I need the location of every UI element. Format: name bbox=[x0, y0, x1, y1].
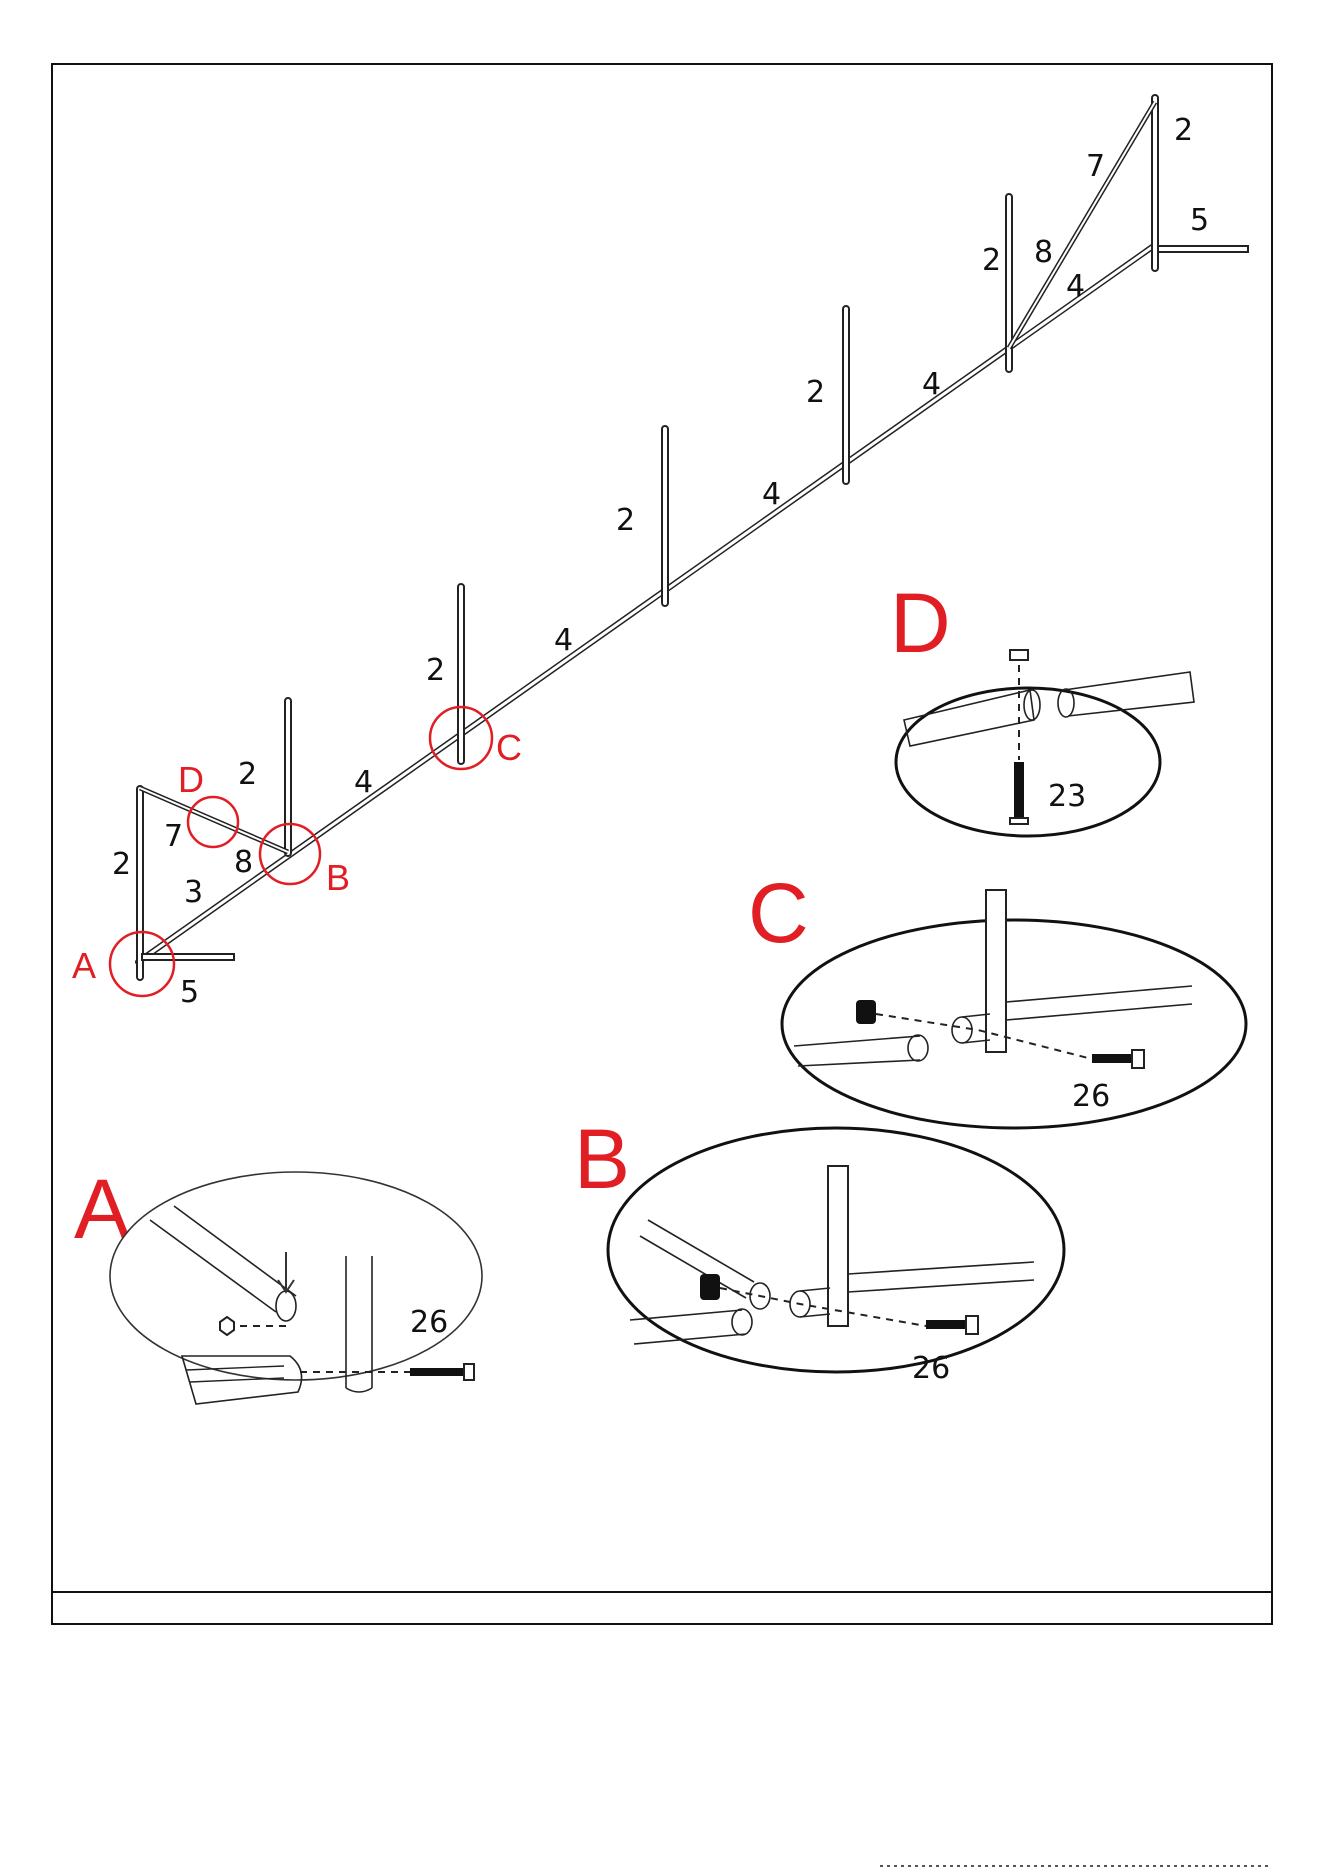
part-label: 2 bbox=[616, 503, 635, 538]
marker-c: C bbox=[496, 727, 522, 768]
detail-d: D 23 bbox=[890, 576, 1194, 836]
part-label: 5 bbox=[180, 975, 199, 1010]
detail-b-title: B bbox=[574, 1112, 630, 1206]
part-label: 2 bbox=[238, 757, 257, 792]
detail-d-title: D bbox=[890, 576, 951, 670]
part-label: 4 bbox=[554, 623, 573, 658]
part-label: 3 bbox=[184, 875, 203, 910]
page-border bbox=[52, 64, 1272, 1624]
marker-d: D bbox=[178, 759, 204, 800]
part-label: 8 bbox=[234, 845, 253, 880]
part-label: 7 bbox=[1086, 149, 1105, 184]
part-label: 2 bbox=[426, 653, 445, 688]
part-label: 4 bbox=[354, 765, 373, 800]
detail-c: C 26 bbox=[748, 866, 1246, 1128]
detail-c-title: C bbox=[748, 866, 809, 960]
part-label: 4 bbox=[1066, 269, 1085, 304]
part-label: 5 bbox=[1190, 203, 1209, 238]
part-label: 23 bbox=[1048, 779, 1086, 814]
part-label: 26 bbox=[1072, 1079, 1110, 1114]
part-label: 2 bbox=[806, 375, 825, 410]
part-label: 8 bbox=[1034, 235, 1053, 270]
detail-b: B 26 bbox=[574, 1112, 1064, 1386]
part-label: 7 bbox=[164, 819, 183, 854]
main-frame bbox=[137, 95, 1248, 980]
marker-b: B bbox=[326, 857, 350, 898]
part-label: 4 bbox=[922, 367, 941, 402]
part-label: 2 bbox=[1174, 113, 1193, 148]
part-label: 26 bbox=[410, 1305, 448, 1340]
part-label: 2 bbox=[112, 847, 131, 882]
part-label: 4 bbox=[762, 477, 781, 512]
frame-part-labels: 2 7 5 2 8 4 4 2 4 2 4 2 4 2 2 7 8 2 3 5 bbox=[112, 113, 1209, 1010]
part-label: 26 bbox=[912, 1351, 950, 1386]
part-label: 2 bbox=[982, 243, 1001, 278]
detail-a: A 26 bbox=[74, 1162, 482, 1404]
marker-a: A bbox=[72, 945, 96, 986]
